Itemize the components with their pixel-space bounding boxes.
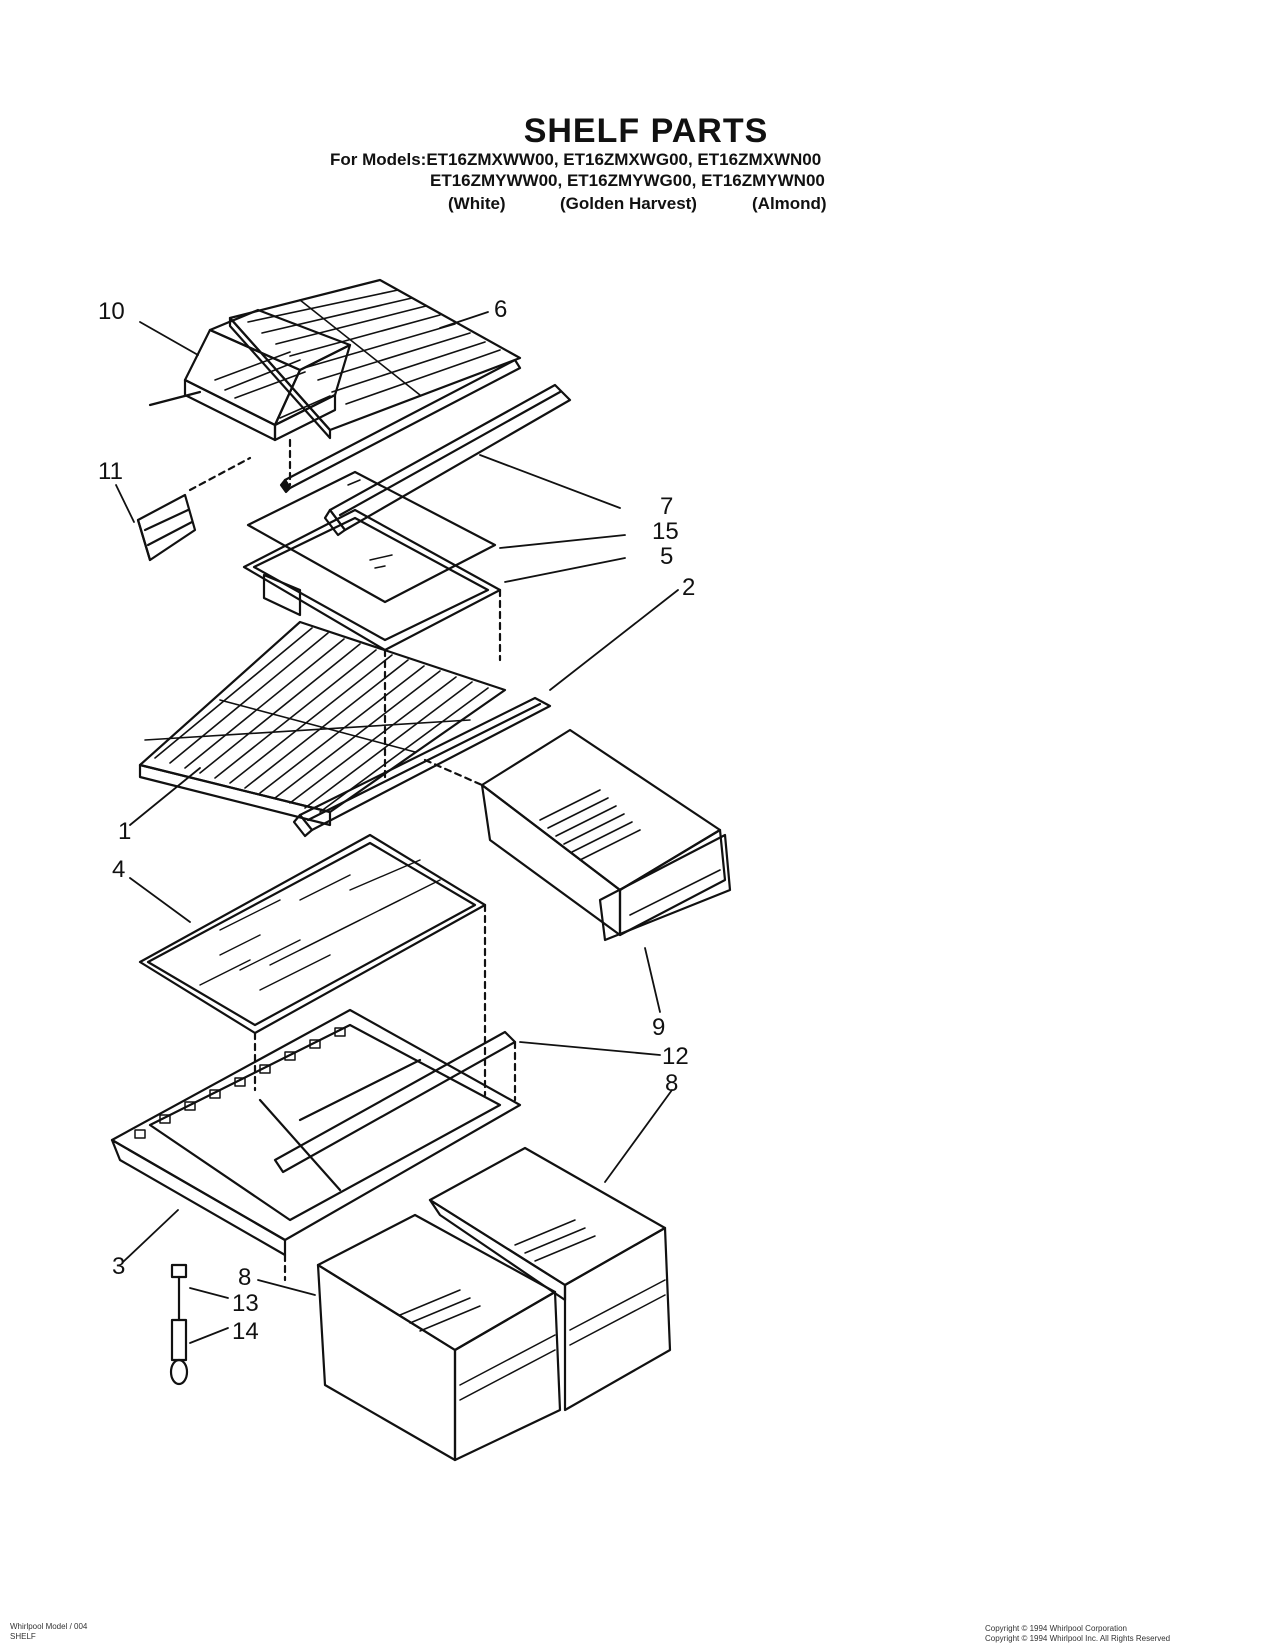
part-7-rail [323,383,572,537]
callout-4: 4 [112,856,126,883]
footer-left-line-2: SHELF [10,1631,36,1641]
callout-11: 11 [98,458,123,485]
callout-6: 6 [494,296,508,323]
part-8-crisper-drawers [316,1146,672,1462]
callout-8-lower: 8 [238,1264,252,1291]
callout-2: 2 [682,574,696,601]
part-15-glass-top [246,470,497,604]
callout-1: 1 [118,818,132,845]
callout-7: 7 [660,493,674,520]
part-1-main-wire-shelf [138,620,507,827]
parts-13-14-knob-and-rod [169,1263,189,1386]
footer-right-line-2: Copyright © 1994 Whirlpool Inc. All Righ… [985,1633,1171,1643]
callout-5: 5 [660,543,674,570]
part-2-front-rail [292,696,552,838]
footer-right-line-1: Copyright © 1994 Whirlpool Corporation [985,1624,1127,1633]
callout-10: 10 [98,298,125,325]
callout-9: 9 [652,1014,666,1041]
page-title: SHELF PARTS [523,112,769,150]
part-9-crisper-drawer [423,728,732,942]
color-almond: (Almond) [752,194,827,213]
callout-3: 3 [112,1253,126,1280]
callout-13: 13 [232,1290,259,1317]
footer-left: Whirlpool Model / 004 SHELF [10,1622,87,1641]
callout-15: 15 [652,518,679,545]
models-line-2: ET16ZMYWW00, ET16ZMYWG00, ET16ZMYWN00 [430,171,825,190]
color-golden-harvest: (Golden Harvest) [560,194,697,213]
part-4-glass-shelf [138,833,487,1097]
part-12-rail [273,1030,517,1174]
callout-14: 14 [232,1318,259,1345]
part-3-crisper-cover-frame [110,1008,522,1282]
callout-8-upper: 8 [665,1070,679,1097]
leader-lines [115,311,679,1344]
footer-right: Copyright © 1994 Whirlpool Corporation C… [985,1624,1170,1643]
footer-left-line-1: Whirlpool Model / 004 [10,1622,88,1631]
part-10-small-bin [183,308,352,442]
part-11-shelf-clip [136,456,252,562]
callout-12: 12 [662,1043,689,1070]
part-5-shelf-frame [242,508,502,782]
color-white: (White) [448,194,506,213]
models-line-1: For Models:ET16ZMXWW00, ET16ZMXWG00, ET1… [330,150,822,169]
